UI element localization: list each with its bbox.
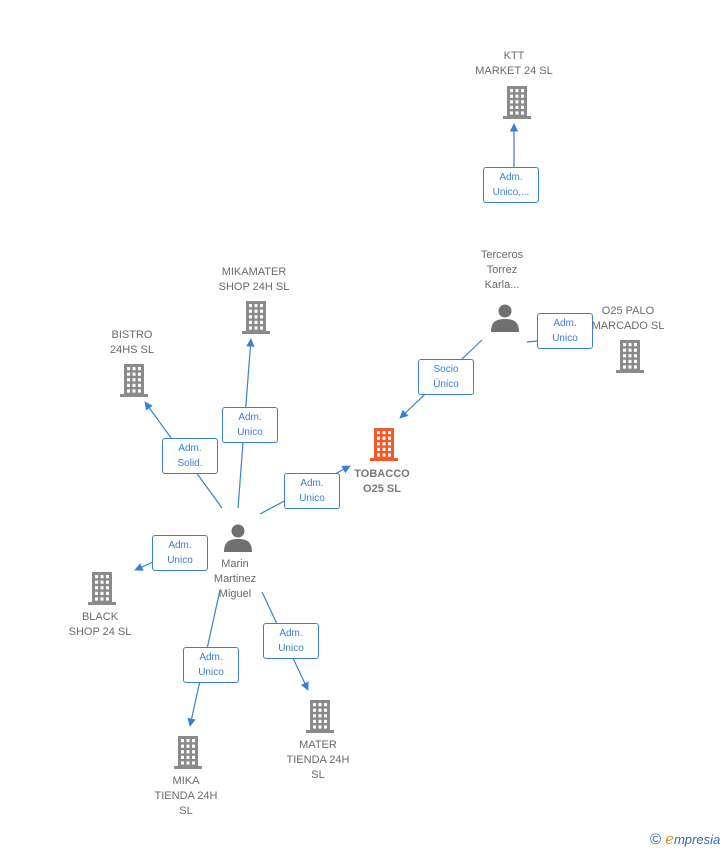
- edge-label-terceros-to-o25palo[interactable]: Adm. Unico: [537, 313, 593, 349]
- edge-label-line: Unico: [278, 643, 304, 654]
- company-building-icon-highlighted[interactable]: [369, 427, 399, 466]
- edge-label-marin-to-mikamater[interactable]: Adm. Unico: [222, 407, 278, 443]
- edge-label-terceros-to-ktt[interactable]: Adm. Unico,...: [483, 167, 539, 203]
- company-building-icon[interactable]: [502, 85, 532, 124]
- node-name-line: TOBACCO: [354, 468, 410, 480]
- company-building-icon[interactable]: [615, 339, 645, 378]
- edge-label-line: Adm.: [499, 172, 523, 183]
- edge-label-line: Unico: [198, 667, 224, 678]
- edge-label-line: Unico,...: [492, 187, 530, 198]
- node-name-line: Miguel: [218, 588, 252, 600]
- node-name-mater[interactable]: MATER TIENDA 24H SL: [258, 738, 378, 783]
- node-name-line: SHOP 24H SL: [218, 281, 290, 293]
- node-name-line: SHOP 24 SL: [68, 626, 132, 638]
- person-icon[interactable]: [223, 523, 253, 558]
- edge-label-marin-to-mater[interactable]: Adm. Unico: [263, 623, 319, 659]
- node-name-line: SL: [179, 805, 193, 817]
- edge-label-marin-to-black[interactable]: Adm. Unico: [152, 535, 208, 571]
- copyright-symbol: ©: [650, 831, 662, 848]
- edge-label-line: Único: [433, 379, 459, 390]
- node-name-line: TIENDA 24H: [154, 790, 218, 802]
- edge-label-line: Solid.: [177, 458, 203, 469]
- company-building-icon[interactable]: [305, 699, 335, 738]
- edge-label-line: Unico: [237, 427, 263, 438]
- edge-label-line: Adm.: [553, 318, 577, 329]
- node-name-line: TIENDA 24H: [286, 754, 350, 766]
- footer-brand: ©empresia: [650, 830, 720, 848]
- company-building-icon[interactable]: [173, 735, 203, 774]
- edge-label-line: Adm.: [238, 412, 262, 423]
- edge-label-marin-to-tobacco[interactable]: Adm. Unico: [284, 473, 340, 509]
- node-name-line: BISTRO: [111, 329, 153, 341]
- company-building-icon[interactable]: [87, 571, 117, 610]
- node-name-black[interactable]: BLACK SHOP 24 SL: [40, 610, 160, 640]
- edge-label-line: Adm.: [279, 628, 303, 639]
- node-name-line: MARKET 24 SL: [475, 65, 553, 77]
- node-name-line: O25 SL: [363, 483, 401, 495]
- node-name-line: Marin: [221, 558, 249, 570]
- edge-label-line: Adm.: [199, 652, 223, 663]
- company-building-icon[interactable]: [241, 300, 271, 339]
- node-name-line: SL: [311, 769, 325, 781]
- edge-label-line: Adm.: [300, 478, 324, 489]
- node-name-ktt[interactable]: KTT MARKET 24 SL: [454, 49, 574, 79]
- node-name-line: Karla...: [484, 279, 520, 291]
- edge-label-line: Unico: [552, 333, 578, 344]
- node-name-line: Terceros: [480, 249, 524, 261]
- node-name-mikamater[interactable]: MIKAMATER SHOP 24H SL: [194, 265, 314, 295]
- node-name-o25palo[interactable]: O25 PALO MARCADO SL: [568, 304, 688, 334]
- node-name-line: BLACK: [81, 611, 119, 623]
- edge-label-line: Adm.: [168, 540, 192, 551]
- node-name-line: MATER: [299, 739, 337, 751]
- node-name-line: Torrez: [486, 264, 518, 276]
- node-name-tobacco[interactable]: TOBACCO O25 SL: [322, 467, 442, 497]
- edge-label-line: Unico: [167, 555, 193, 566]
- node-name-mika[interactable]: MIKA TIENDA 24H SL: [126, 774, 246, 819]
- edge-label-line: Socio: [433, 364, 459, 375]
- empresia-logo-initial: e: [665, 830, 674, 848]
- empresia-logo-text: mpresia: [673, 832, 721, 847]
- node-name-line: MARCADO SL: [591, 320, 665, 332]
- node-name-line: Martinez: [213, 573, 257, 585]
- node-name-line: 24HS SL: [109, 344, 155, 356]
- edge-label-marin-to-bistro[interactable]: Adm. Solid.: [162, 438, 218, 474]
- person-icon[interactable]: [490, 303, 520, 338]
- node-name-line: O25 PALO: [601, 305, 655, 317]
- node-name-bistro[interactable]: BISTRO 24HS SL: [72, 328, 192, 358]
- edge-label-line: Adm.: [178, 443, 202, 454]
- node-name-line: MIKAMATER: [221, 266, 287, 278]
- edge-label-line: Unico: [299, 493, 325, 504]
- node-name-line: MIKA: [172, 775, 200, 787]
- company-building-icon[interactable]: [119, 363, 149, 402]
- node-name-line: KTT: [503, 50, 525, 62]
- edge-label-marin-to-mika[interactable]: Adm. Unico: [183, 647, 239, 683]
